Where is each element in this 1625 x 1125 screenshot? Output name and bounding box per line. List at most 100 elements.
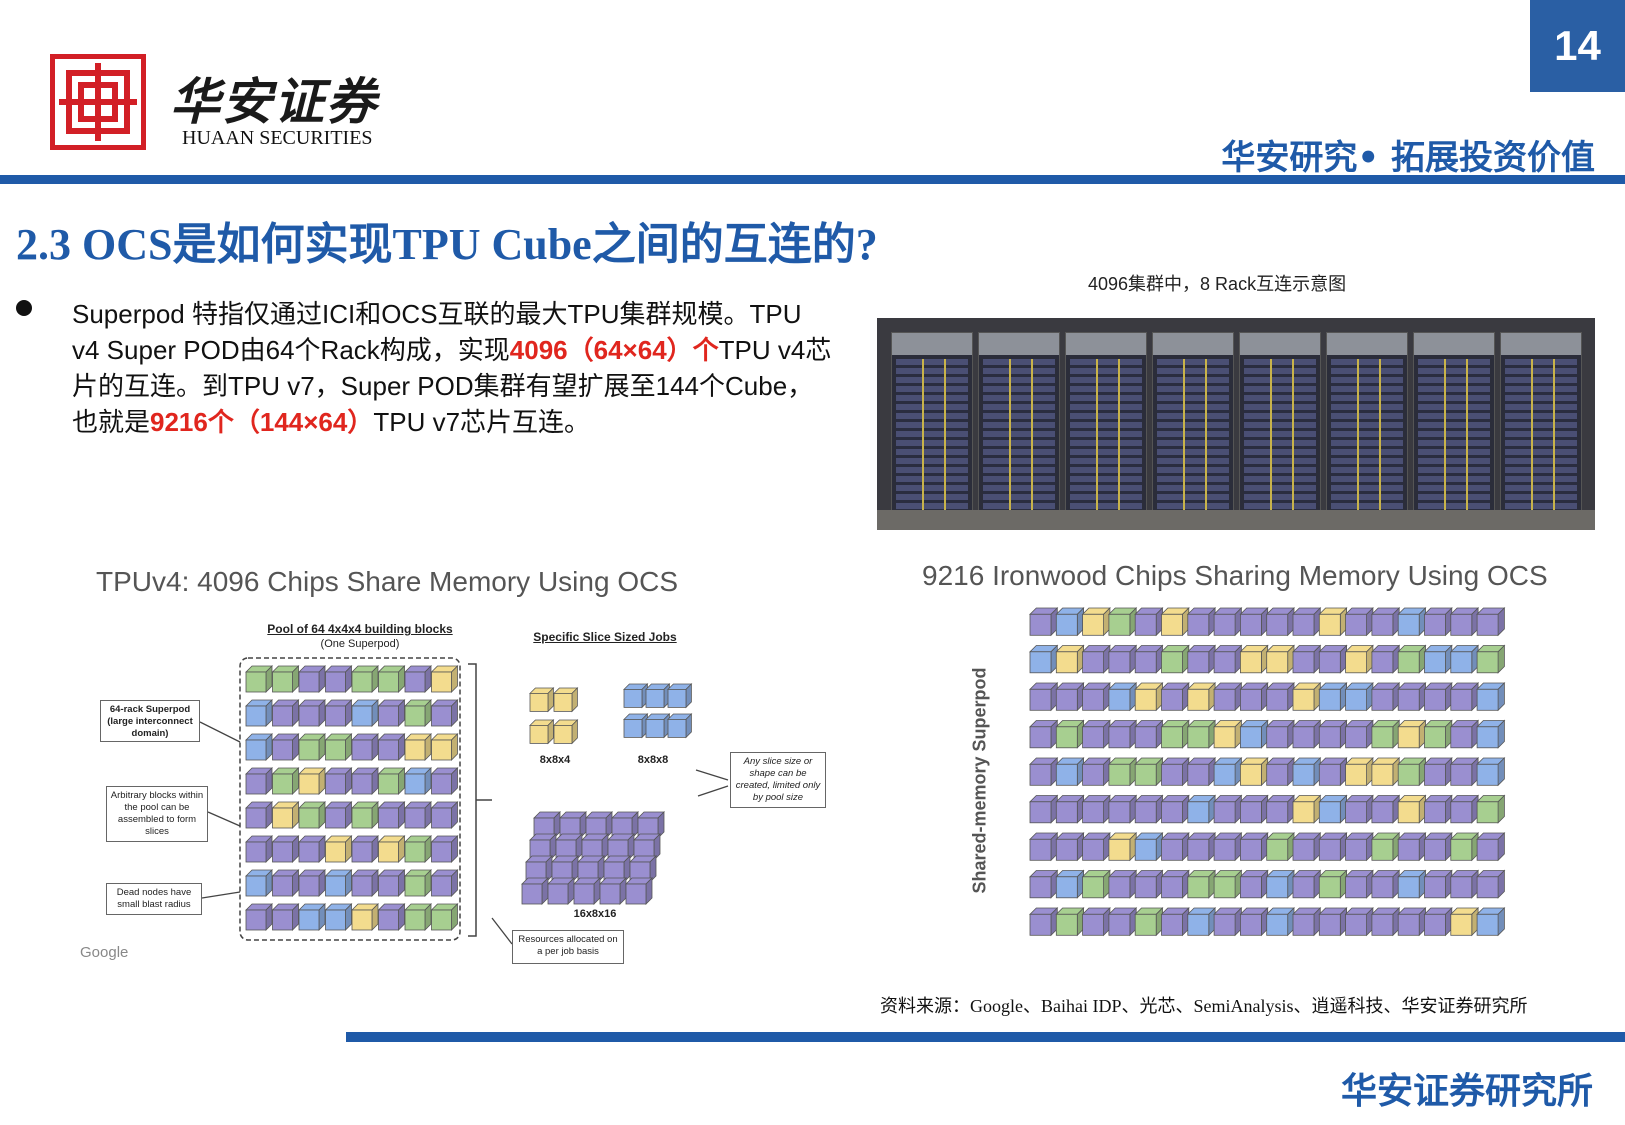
diagram1-title: TPUv4: 4096 Chips Share Memory Using OCS — [96, 566, 678, 597]
cube-block — [1318, 832, 1348, 862]
pool-heading: Pool of 64 4x4x4 building blocks — [267, 622, 453, 636]
cube-block — [1055, 832, 1085, 862]
cube-block — [1239, 719, 1269, 749]
cube-block — [1476, 719, 1506, 749]
cube-block — [623, 713, 649, 739]
cube-block — [298, 903, 326, 931]
cube-block — [1239, 607, 1269, 637]
header-divider — [0, 175, 1625, 184]
cube-block — [525, 855, 553, 883]
cube-block — [1213, 907, 1243, 937]
cube-block — [1055, 794, 1085, 824]
cube-block — [298, 767, 326, 795]
cube-block — [1107, 682, 1138, 712]
brand-name-cn: 华安证券 — [170, 72, 378, 131]
cube-block — [1397, 682, 1427, 712]
cube-block — [430, 869, 459, 897]
brand-name-en: HUAAN SECURITIES — [182, 127, 373, 149]
cube-block — [1213, 794, 1243, 824]
cube-block — [271, 835, 300, 863]
cube-block — [1292, 869, 1322, 899]
cube-block — [1449, 682, 1480, 712]
cube-block — [521, 877, 549, 905]
company-logo — [50, 54, 146, 150]
cube-block — [1370, 832, 1401, 862]
cube-block — [1318, 907, 1348, 937]
cube-block — [377, 733, 406, 761]
cube-block — [1186, 757, 1217, 787]
cube-block — [430, 665, 459, 693]
cube-block — [551, 855, 579, 883]
cube-block — [1186, 719, 1217, 749]
cube-block — [324, 699, 353, 727]
cube-block — [298, 699, 326, 727]
cube-block — [1449, 832, 1480, 862]
cube-block — [1292, 719, 1322, 749]
cube-block — [271, 767, 300, 795]
cube-block — [1292, 682, 1322, 712]
cube-block — [667, 713, 693, 739]
cube-block — [1344, 869, 1374, 899]
cube-block — [1160, 682, 1190, 712]
cube-block — [1081, 644, 1111, 674]
source-note: 资料来源：Google、Baihai IDP、光芯、SemiAnalysis、逍… — [880, 996, 1528, 1016]
cube-block — [404, 869, 432, 897]
cube-block — [1292, 832, 1322, 862]
cube-block — [1292, 757, 1322, 787]
cube-block — [1397, 907, 1427, 937]
cube-block — [1239, 757, 1269, 787]
cube-block — [1476, 832, 1506, 862]
cube-block — [1029, 869, 1059, 899]
page-number: 14 — [1530, 0, 1625, 92]
cube-block — [1476, 794, 1506, 824]
cube-block — [1160, 832, 1190, 862]
cube-block — [529, 719, 555, 745]
cube-block — [1292, 607, 1322, 637]
cube-block — [430, 699, 459, 727]
cube-block — [324, 801, 353, 829]
cube-block — [1318, 682, 1348, 712]
cube-block — [404, 699, 432, 727]
cube-block — [559, 811, 587, 839]
cube-block — [1107, 832, 1138, 862]
pool-subheading: (One Superpod) — [320, 638, 400, 650]
rack — [1239, 332, 1321, 520]
rack — [1065, 332, 1147, 520]
cube-block — [1265, 832, 1295, 862]
superpod-axis-label: Shared-memory Superpod — [969, 667, 990, 894]
note-arbitrary-blocks: Arbitrary blocks within the pool can be … — [106, 786, 208, 842]
rack — [978, 332, 1060, 520]
rack — [1152, 332, 1234, 520]
cube-block — [1186, 794, 1217, 824]
cube-block — [1160, 794, 1190, 824]
cube-block — [351, 801, 379, 829]
cube-block — [245, 733, 273, 761]
cube-block — [529, 687, 555, 713]
cube-block — [404, 767, 432, 795]
cube-block — [1423, 794, 1453, 824]
cube-block — [1318, 757, 1348, 787]
cube-block — [404, 665, 432, 693]
cube-block — [271, 801, 300, 829]
cube-block — [629, 855, 657, 883]
cube-block — [245, 903, 273, 931]
cube-block — [1449, 644, 1480, 674]
cube-block — [1397, 794, 1427, 824]
rack — [1326, 332, 1408, 520]
cube-block — [1292, 907, 1322, 937]
cube-block — [351, 767, 379, 795]
cube-block — [1476, 757, 1506, 787]
cube-block — [1186, 644, 1217, 674]
label-8x8x4: 8x8x4 — [539, 754, 571, 766]
cube-block — [1423, 832, 1453, 862]
cube-block — [245, 767, 273, 795]
cube-block — [1397, 644, 1427, 674]
cube-block — [547, 877, 575, 905]
cube-block — [1239, 644, 1269, 674]
bullet-dot — [16, 300, 32, 316]
diagram2-title: 9216 Ironwood Chips Sharing Memory Using… — [922, 560, 1548, 591]
rack-photo — [877, 318, 1595, 530]
cube-block — [1265, 719, 1295, 749]
cube-block — [271, 869, 300, 897]
cube-block — [1107, 644, 1138, 674]
